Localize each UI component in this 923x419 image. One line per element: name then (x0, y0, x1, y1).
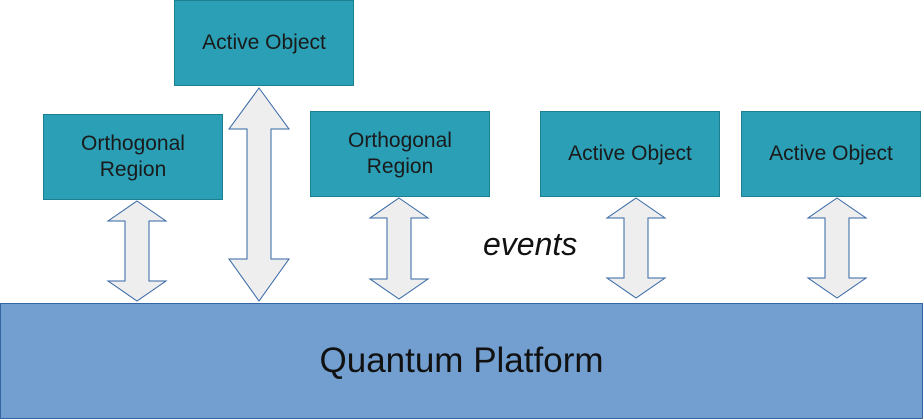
active-object-box-2: Active Object (540, 111, 720, 197)
box-label: Orthogonal Region (81, 132, 185, 181)
event-arrow-5 (806, 197, 868, 299)
events-label: events (483, 226, 578, 262)
box-label: Active Object (202, 31, 326, 54)
event-arrow-4 (605, 197, 667, 299)
quantum-platform: Quantum Platform (0, 303, 923, 419)
platform-label: Quantum Platform (319, 341, 604, 380)
event-arrow-1 (106, 200, 168, 302)
event-arrow-2 (228, 87, 290, 302)
box-label: Orthogonal Region (348, 129, 452, 178)
box-label: Active Object (769, 142, 893, 165)
box-label: Active Object (568, 142, 692, 165)
orthogonal-region-box-2: Orthogonal Region (310, 111, 490, 197)
active-object-box-3: Active Object (741, 111, 921, 197)
event-arrow-3 (368, 197, 430, 300)
orthogonal-region-box-1: Orthogonal Region (43, 114, 223, 200)
active-object-box-1: Active Object (174, 0, 354, 86)
